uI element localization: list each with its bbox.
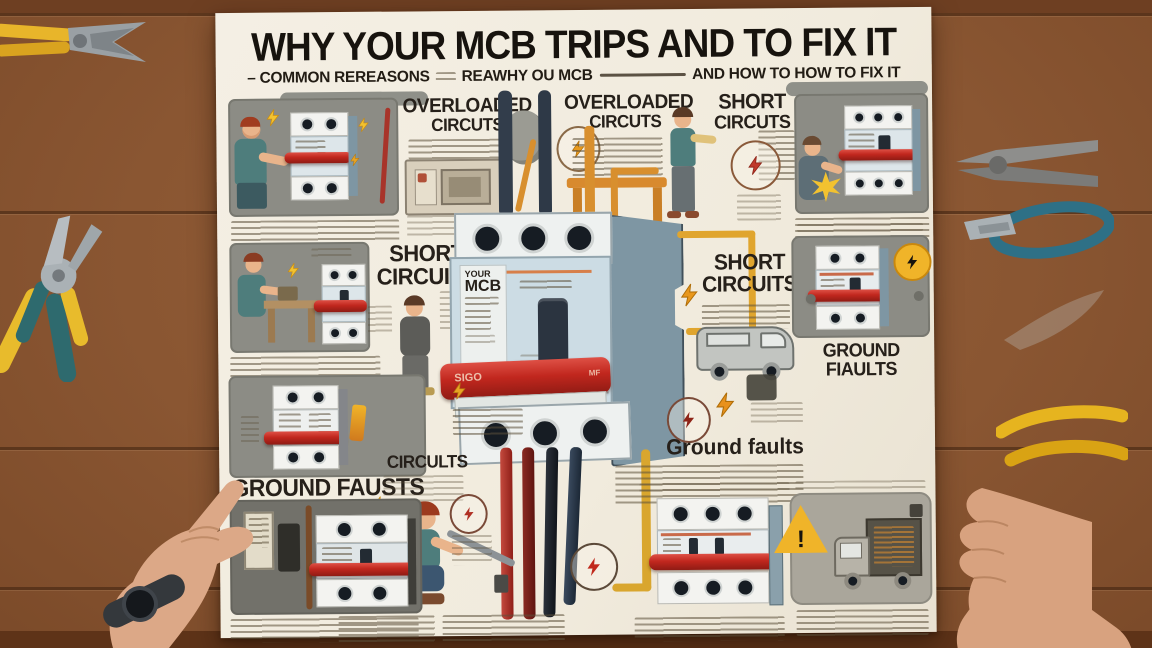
lightning-bolt-icon [716,392,735,417]
mcb-label: YOUR MCB [459,264,508,368]
faded-tool [1004,290,1104,350]
subtitle-prefix: – COMMON REREASONS [247,68,430,87]
lightning-bolt-icon [350,153,360,167]
metal-pliers-tool [956,140,1098,187]
person-torso [234,138,267,185]
illegible-text [750,402,803,425]
heading-short-mid-right: SHORT CIRCUITS [695,250,803,298]
brown-wire [305,505,313,610]
heading-line: CIRCUITS [701,272,798,298]
standing-person [664,105,717,225]
truck-cab [833,536,871,577]
lightning-bolt-icon [680,283,698,307]
person-hair [802,135,822,146]
van-illustration [696,312,795,383]
illegible-caption [231,219,400,244]
person-torso [399,316,431,357]
person-hair [243,252,264,262]
illegible-text [451,534,493,566]
pliers-tool-left [0,215,103,382]
orange-table-leg [652,187,663,224]
yellow-pliers-tool [996,405,1128,467]
panel-short-circuit-illustration [794,92,930,215]
lightning-bolt-icon [266,109,280,127]
mcb-label-mcb: MCB [464,277,502,295]
person-legs [236,182,267,209]
dark-device-blob [746,374,777,401]
dark-wire-top [497,90,514,217]
lightning-bolt-icon [452,382,466,400]
heading-short-top: SHORT CIRCUTS [702,90,802,133]
black-wire-down [543,447,559,618]
mcb-small [309,514,417,609]
red-bolt-circle-icon [730,140,781,191]
bench-items [277,286,298,301]
illegible-caption [634,616,785,642]
orange-wire-top [584,125,596,218]
warning-exclamation: ! [796,526,806,554]
scribble-strikethrough [599,73,686,78]
illegible-text [311,247,352,259]
illegible-text [435,71,456,83]
panel-overloaded-illustration [228,97,400,218]
panel-ground-fault-illustration [791,234,932,339]
red-bolt-circle-icon [449,493,488,535]
person-legs [671,165,696,213]
yellow-wire-elbow [612,583,652,592]
illegible-caption [338,615,435,645]
orange-brush [349,404,367,442]
heading-ground-faults-center: Ground faults [666,434,805,460]
mcb-small [263,385,349,470]
red-bolt-circle-icon [569,542,619,592]
mcb-small-3pole [838,105,921,196]
cable-anchor [494,574,509,593]
appliance-illustration [404,158,506,216]
right-hand [959,488,1092,648]
illegible-text [736,194,782,221]
yellow-circuit-wire [677,230,756,239]
illegible-text [452,408,523,436]
wall-marks [240,415,260,446]
red-wire [379,107,391,204]
dark-red-wire-down [522,447,536,620]
yellow-bolt-badge [893,242,932,282]
dark-wire-top [537,90,553,217]
illegible-text [797,222,924,233]
lightning-bolt-icon [287,262,299,279]
heading-ground-fiaults-right: GROUND FIAULTS [822,339,900,381]
subtitle-suffix: AND HOW TO HOW TO FIX IT [692,64,901,83]
illegible-text [367,305,393,334]
person-torso [237,274,266,317]
infographic-poster: WHY YOUR MCB TRIPS AND TO FIX IT – COMMO… [215,6,937,645]
heading-circults: CIRCULTS [386,451,468,473]
wire-stripper-tool [964,201,1114,259]
mcb-small [284,111,358,201]
mcb-small [807,245,890,330]
illegible-text [795,479,926,492]
mcb-3pole-bottom [649,497,784,614]
heading-line: SHORT [713,250,786,275]
illegible-caption [796,608,929,637]
orange-wire-elbow [610,167,659,175]
poster-title: WHY YOUR MCB TRIPS AND TO FIX IT [250,19,897,70]
red-bar-text: MF [588,368,601,378]
panel-workbench-illustration [229,241,371,354]
bolt-circle-icon [666,396,712,444]
mcb-small [313,263,367,345]
person-hair [672,106,694,118]
person-hair [403,295,425,306]
illegible-text [639,482,790,494]
person-hair [240,116,261,127]
illegible-caption [442,614,565,644]
wire-cutter-tool [0,22,146,62]
subtitle-mid: REAWHY OU MCB [461,66,593,85]
lightning-bolt-icon [358,117,369,132]
heading-line: SHORT [718,90,786,114]
